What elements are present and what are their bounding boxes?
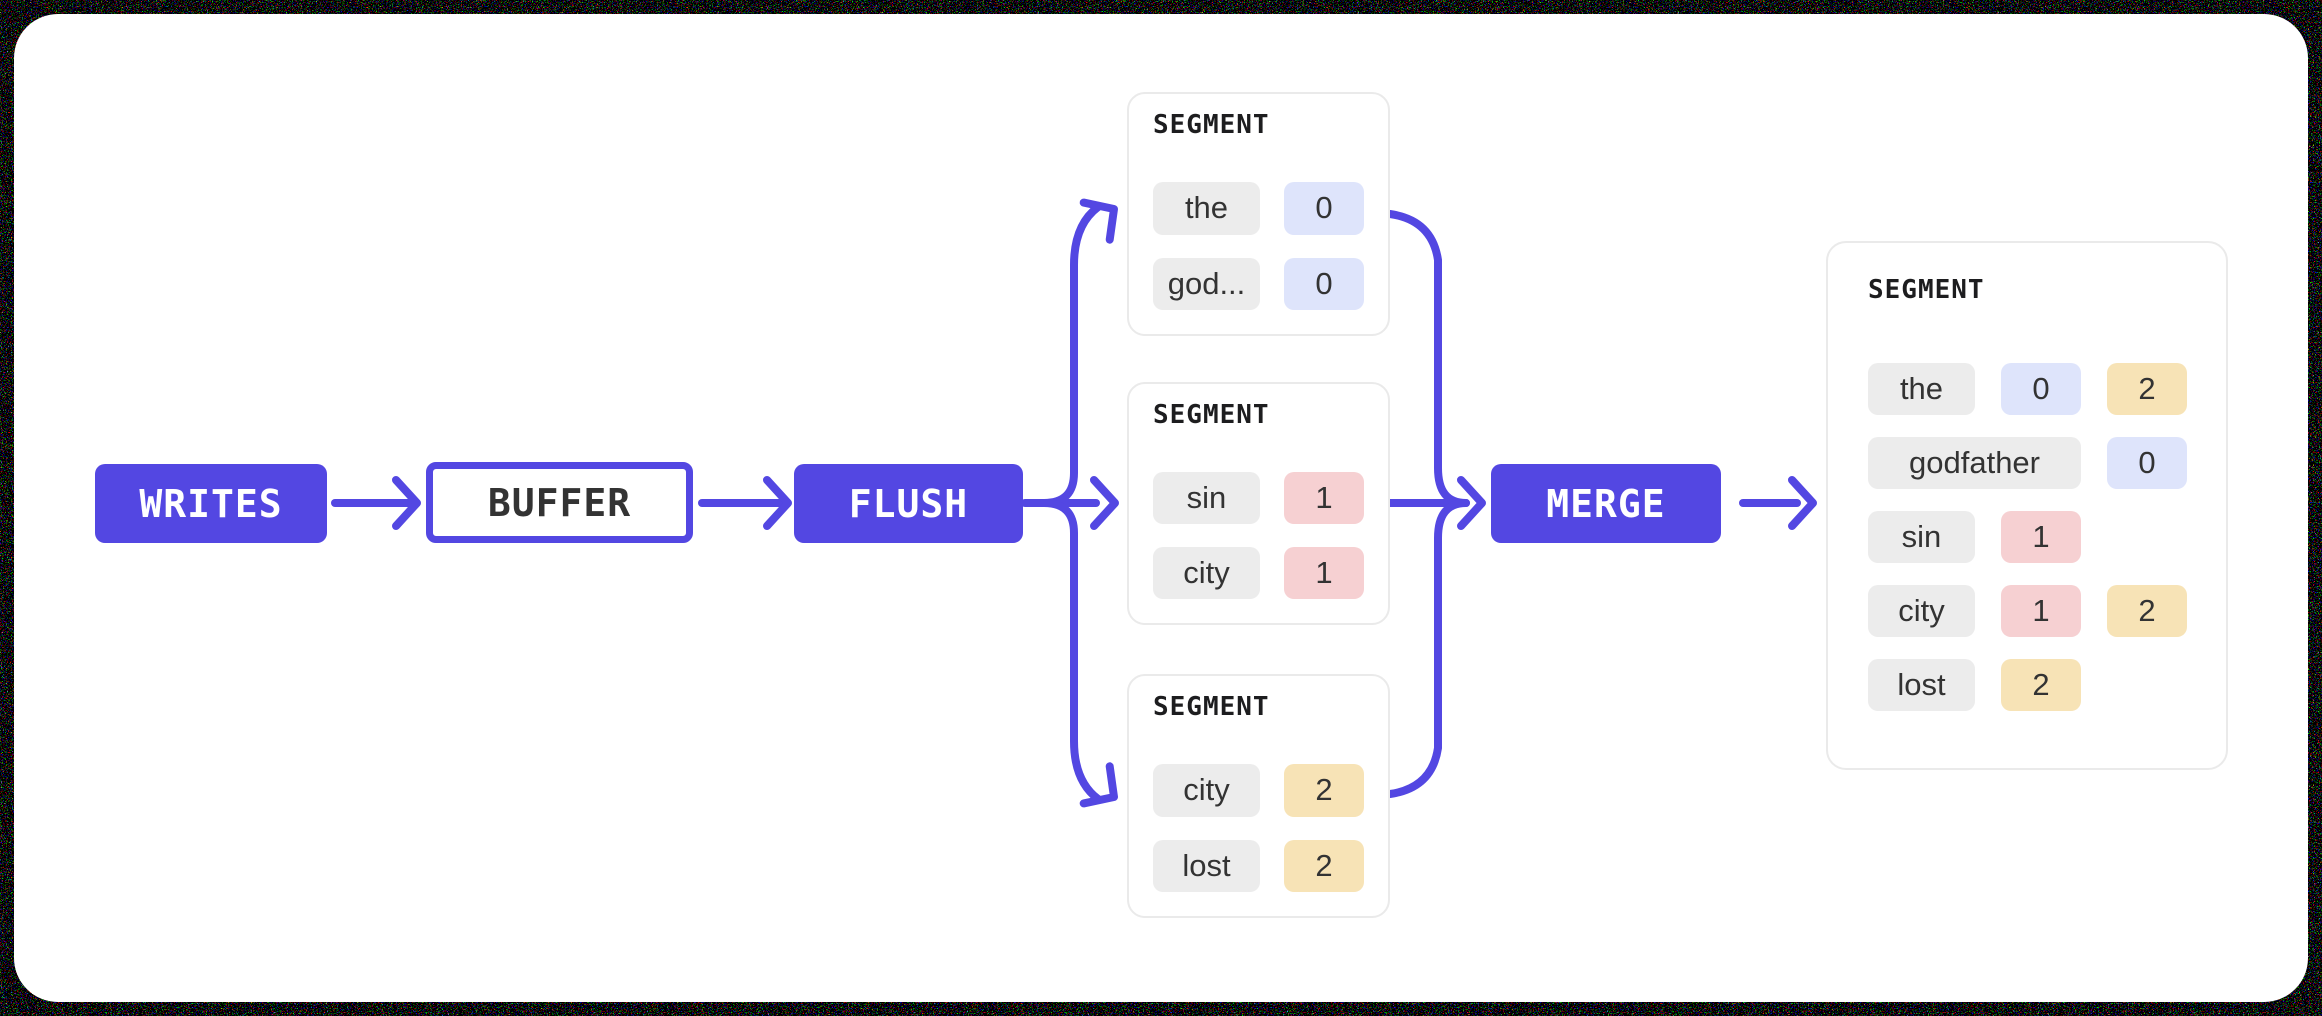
- term-chip: sin: [1153, 472, 1260, 524]
- doc-badge: 2: [2107, 585, 2187, 637]
- doc-badge: 1: [1284, 547, 1364, 599]
- doc-badge: 2: [1284, 764, 1364, 817]
- flush-split-up-curve: [1040, 203, 1102, 507]
- arrow-to-bottom-segment-head: [1079, 762, 1118, 808]
- posting-row: sin 1: [1153, 472, 1364, 524]
- doc-badge: 1: [1284, 472, 1364, 524]
- flush-node: FLUSH: [794, 464, 1023, 543]
- arrow-buffer-to-flush-head: [763, 476, 792, 530]
- segment-card-top-title: SEGMENT: [1153, 110, 1270, 140]
- segment-card-bottom: SEGMENT city 2 lost 2: [1127, 674, 1390, 918]
- segment-card-merged: SEGMENT the 0 2 godfather 0 sin 1 city 1…: [1826, 241, 2228, 770]
- term-chip: city: [1153, 547, 1260, 599]
- merge-join-bottom-curve: [1386, 499, 1470, 798]
- posting-row: lost 2: [1153, 839, 1364, 892]
- term-chip: the: [1153, 182, 1260, 235]
- term-chip: lost: [1153, 839, 1260, 892]
- posting-row: lost 2: [1868, 659, 2186, 711]
- arrow-writes-to-buffer-head: [392, 476, 421, 530]
- segment-card-top: SEGMENT the 0 god... 0: [1127, 92, 1390, 336]
- term-chip: city: [1868, 585, 1975, 637]
- buffer-node: BUFFER: [426, 462, 693, 543]
- term-chip: sin: [1868, 511, 1975, 563]
- buffer-node-label: BUFFER: [487, 480, 632, 525]
- term-chip: city: [1153, 764, 1260, 817]
- arrow-to-merge-head: [1457, 476, 1486, 530]
- posting-row: sin 1: [1868, 511, 2186, 563]
- doc-badge: 1: [2001, 585, 2081, 637]
- posting-row: the 0 2: [1868, 363, 2187, 415]
- doc-badge: 0: [2001, 363, 2081, 415]
- term-chip: god...: [1153, 257, 1260, 310]
- doc-badge: 1: [2001, 511, 2081, 563]
- flush-split-down-curve: [1040, 499, 1102, 803]
- doc-badge: 2: [2001, 659, 2081, 711]
- flush-node-label: FLUSH: [848, 481, 969, 526]
- posting-row: the 0: [1153, 182, 1364, 235]
- posting-row: city 1 2: [1868, 585, 2187, 637]
- arrow-to-top-segment-head: [1079, 198, 1118, 244]
- doc-badge: 0: [1284, 182, 1364, 235]
- arrow-to-middle-segment-head: [1090, 476, 1119, 530]
- term-chip: lost: [1868, 659, 1975, 711]
- term-chip: godfather: [1868, 437, 2081, 489]
- writes-node: WRITES: [95, 464, 327, 543]
- doc-badge: 0: [1284, 257, 1364, 310]
- merge-join-top-curve: [1386, 210, 1470, 507]
- posting-row: god... 0: [1153, 257, 1364, 310]
- posting-row: city 1: [1153, 547, 1364, 599]
- doc-badge: 2: [1284, 839, 1364, 892]
- segment-card-bottom-title: SEGMENT: [1153, 692, 1270, 722]
- posting-row: godfather 0: [1868, 437, 2187, 489]
- segment-card-merged-title: SEGMENT: [1868, 275, 1985, 305]
- arrow-merge-to-segment-head: [1788, 476, 1817, 530]
- writes-node-label: WRITES: [139, 481, 283, 526]
- segment-card-middle: SEGMENT sin 1 city 1: [1127, 382, 1390, 625]
- doc-badge: 0: [2107, 437, 2187, 489]
- merge-node-label: MERGE: [1546, 481, 1666, 526]
- posting-row: city 2: [1153, 764, 1364, 817]
- merge-node: MERGE: [1491, 464, 1721, 543]
- segment-card-middle-title: SEGMENT: [1153, 400, 1270, 430]
- doc-badge: 2: [2107, 363, 2187, 415]
- term-chip: the: [1868, 363, 1975, 415]
